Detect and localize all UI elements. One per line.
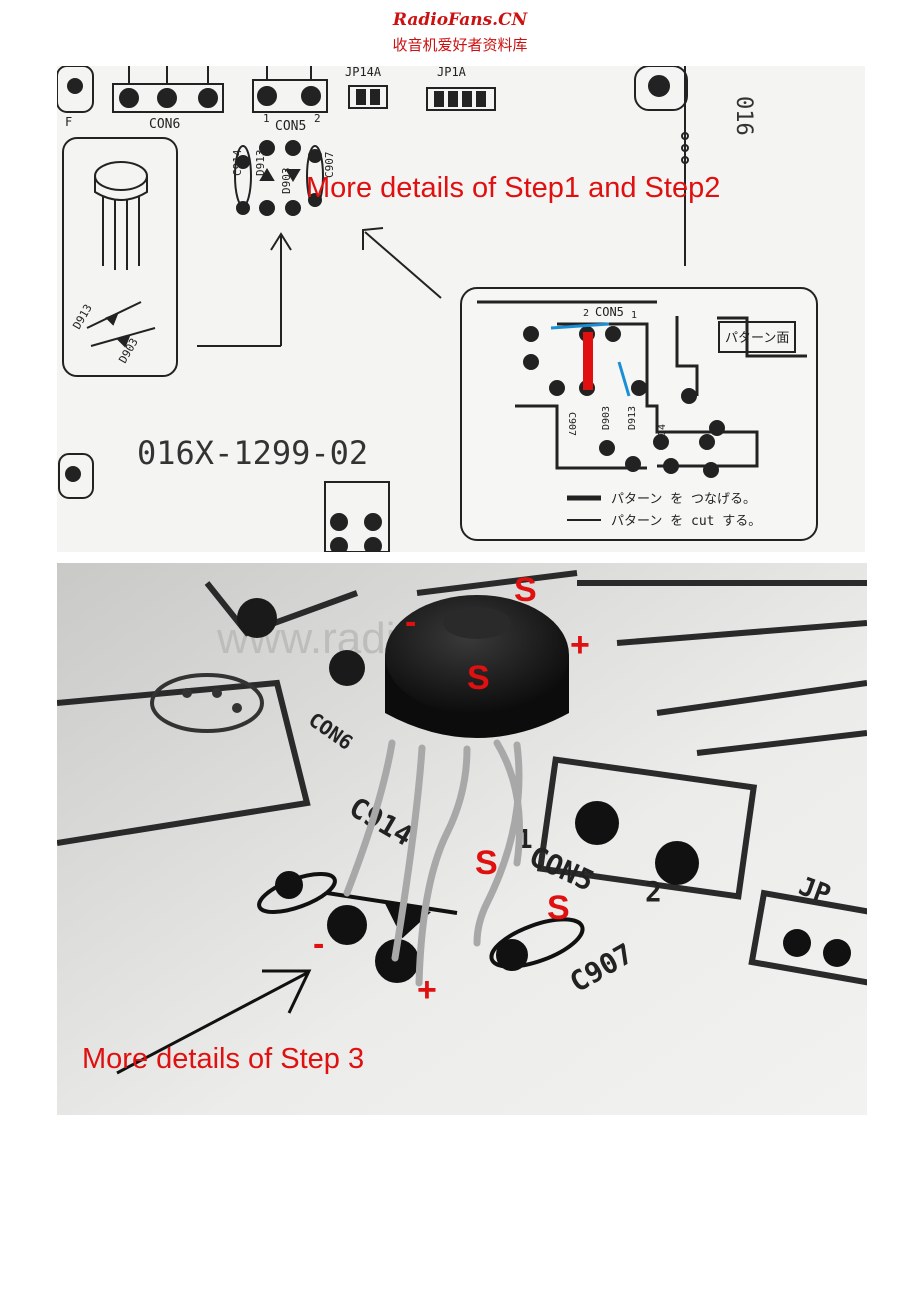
con5-label: CON5 xyxy=(275,119,306,134)
inset-pin2: 2 xyxy=(583,308,589,319)
join-mark xyxy=(583,332,593,390)
pattern-side-box xyxy=(718,321,796,353)
con5-pin2: 2 xyxy=(314,112,321,125)
step3-caption: More details of Step 3 xyxy=(82,1043,365,1075)
inset-c914: C914 xyxy=(657,424,668,448)
con5-outline xyxy=(536,756,758,900)
c914-label: C914 xyxy=(231,149,244,176)
legend-join-text: パターン を つなげる。 xyxy=(611,492,756,507)
jp14a-label: JP14A xyxy=(345,66,382,79)
inset-d903: D903 xyxy=(601,406,612,430)
jp1a-label: JP1A xyxy=(437,66,467,79)
d913-label: D913 xyxy=(254,150,267,177)
con5-pin2: 2 xyxy=(645,875,662,908)
con5-outline xyxy=(252,79,328,113)
component-photo: www.radiofans.cn CON6 C914 CON5 1 2 C907… xyxy=(57,563,867,1115)
inset-d913: D913 xyxy=(627,406,638,430)
bridge-drawing-box xyxy=(62,137,178,377)
cut-mark-2 xyxy=(617,361,631,397)
site-title: RadioFans.CN xyxy=(392,10,528,30)
pin-label-s-board-2: S xyxy=(547,889,570,927)
pin-label-minus-board: - xyxy=(313,925,325,963)
pin-label-s-mid: S xyxy=(467,659,490,697)
inset-con5: CON5 xyxy=(595,305,624,319)
c907-label: C907 xyxy=(323,152,336,179)
schematic-drawing: F CON6 1 CON5 2 JP14A JP1A xyxy=(57,66,818,552)
pin-label-plus-board: + xyxy=(417,971,437,1009)
left-outline xyxy=(57,679,311,846)
d903-label: D903 xyxy=(280,168,293,195)
pin-label-s-board-1: S xyxy=(475,844,498,882)
step1-step2-caption: More details of Step1 and Step2 xyxy=(306,172,721,204)
pin-label-plus-top: + xyxy=(570,626,590,664)
jp-outline xyxy=(748,889,867,987)
con6-label: CON6 xyxy=(149,117,180,132)
inset-pin1: 1 xyxy=(631,310,637,321)
bridge-rectifier xyxy=(385,595,569,738)
site-subtitle: 收音机爱好者资料库 xyxy=(392,36,528,54)
pin-label-minus-top: - xyxy=(405,603,417,641)
pin-label-s-top: S xyxy=(514,571,537,609)
edge-code: 016 xyxy=(731,96,756,136)
photo-drawing: www.radiofans.cn CON6 C914 CON5 1 2 C907… xyxy=(57,563,867,1115)
inset-c907: C907 xyxy=(566,412,577,436)
con5-pin1: 1 xyxy=(263,112,270,125)
corner-pad xyxy=(57,66,94,113)
corner-f-label: F xyxy=(65,115,72,129)
legend-cut-text: パターン を cut する。 xyxy=(611,514,761,529)
pattern-side-label: パターン面 xyxy=(725,331,789,346)
schematic-photo: F CON6 1 CON5 2 JP14A JP1A xyxy=(57,66,865,552)
cut-mark-1 xyxy=(550,322,610,330)
board-code: 016X-1299-02 xyxy=(137,434,368,472)
